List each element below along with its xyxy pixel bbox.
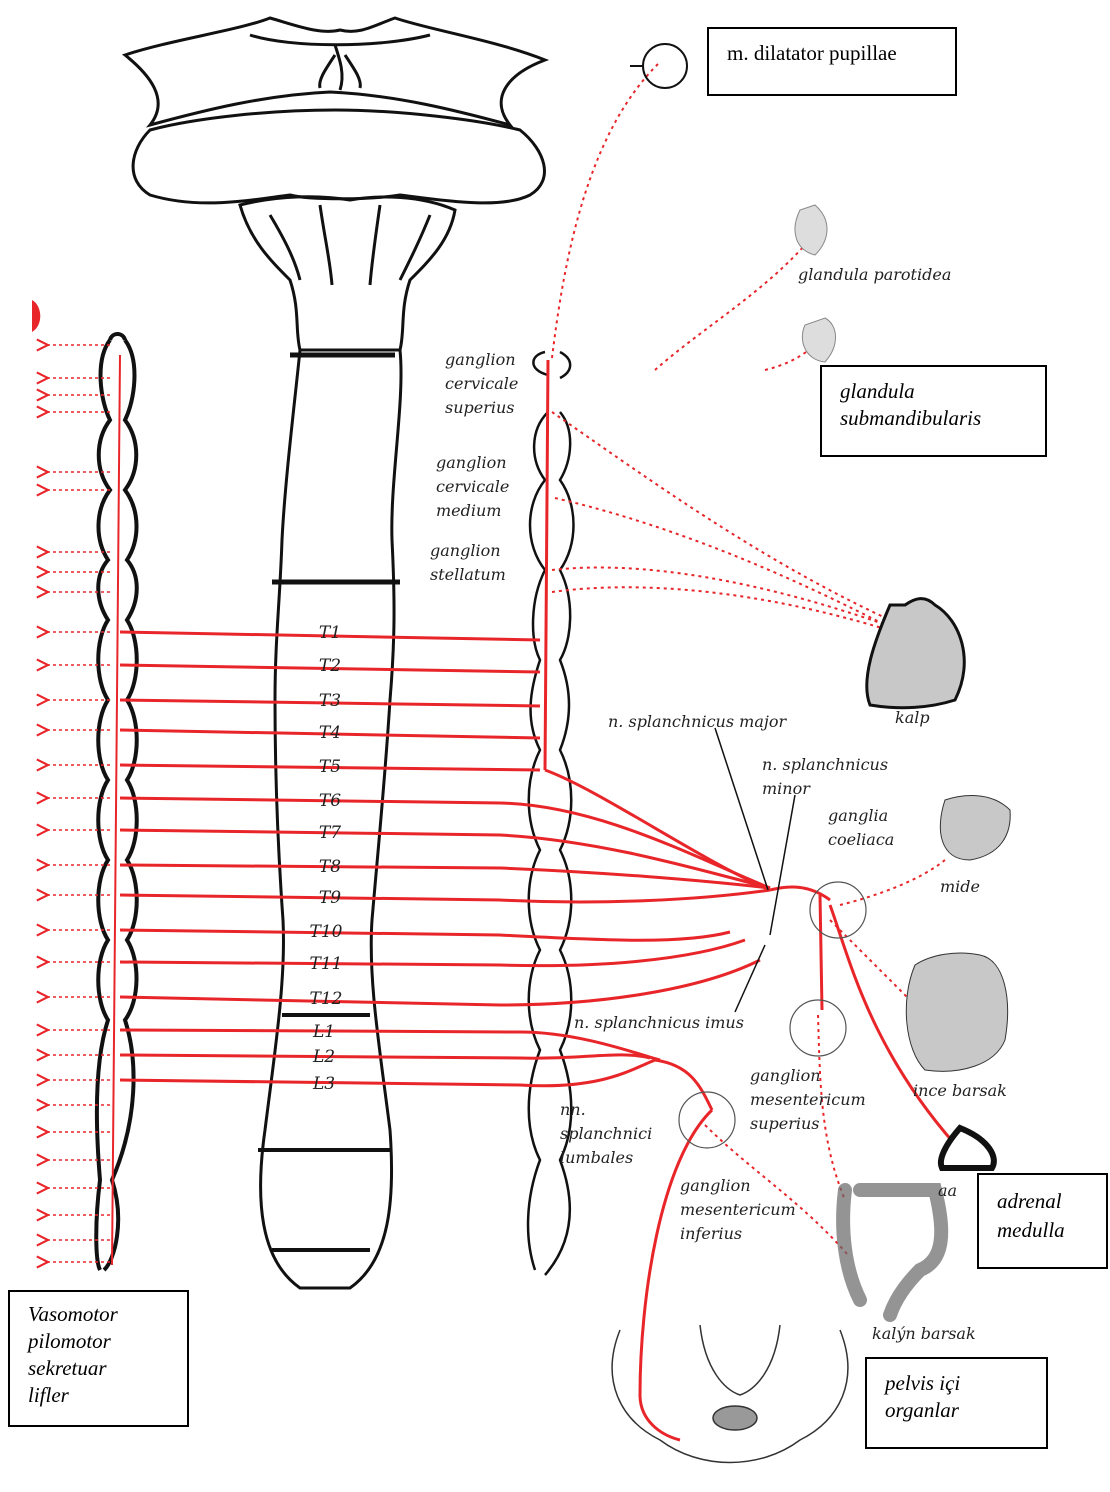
segment-label: T6 [319, 791, 341, 811]
gms-label: superius [750, 1114, 820, 1133]
left-chain-trunk [112, 355, 120, 1265]
segment-label: T11 [310, 954, 343, 974]
segment-label: T8 [319, 857, 341, 877]
submandibularis-text: submandibularis [822, 404, 1045, 431]
parotid-organ [795, 205, 827, 255]
segment-labels: T1 T2 T3 T4 T5 T6 T7 T8 T9 T10 T11 T12 L… [310, 623, 343, 1094]
gcs-label: cervicale [445, 374, 518, 393]
brainstem [125, 18, 545, 1288]
stomach-organ [940, 796, 1010, 860]
vasomotor-text: sekretuar [10, 1354, 187, 1381]
kalin-barsak-label: kalýn barsak [872, 1324, 976, 1343]
large-intestine-organ [843, 1190, 941, 1315]
gcs-label: ganglion [445, 350, 516, 369]
submandibularis-box: glandula submandibularis [820, 365, 1047, 457]
dilatator-text: m. dilatator pupillae [709, 29, 955, 66]
pelvis-organ [612, 1325, 848, 1463]
gcm-label: cervicale [436, 477, 509, 496]
coeliaca-label: ganglia [828, 806, 888, 825]
splanch-major-label: n. splanchnicus major [608, 712, 787, 731]
adrenal-text: medulla [979, 1214, 1106, 1243]
segment-label: L2 [312, 1047, 335, 1067]
dilatator-box: m. dilatator pupillae [707, 27, 957, 96]
mide-label: mide [940, 877, 980, 896]
segment-label: T12 [310, 989, 343, 1009]
lumbales-label: splanchnici [560, 1124, 652, 1143]
segment-label: T9 [319, 888, 341, 908]
splanch-imus-label: n. splanchnicus imus [574, 1013, 744, 1032]
splanch-minor-label: n. splanchnicus [762, 755, 888, 774]
adrenal-text: adrenal [979, 1175, 1106, 1214]
pelvis-box: pelvis içi organlar [865, 1357, 1048, 1449]
submandibularis-text: glandula [822, 367, 1045, 404]
adrenal-box: adrenal medulla [977, 1173, 1108, 1269]
pelvis-text: pelvis içi [867, 1359, 1046, 1396]
vasomotor-text: Vasomotor [10, 1292, 187, 1327]
gmi-label: mesentericum [680, 1200, 796, 1219]
segment-label: T1 [319, 623, 341, 643]
gcm-label: ganglion [436, 453, 507, 472]
gst-label: stellatum [430, 565, 506, 584]
small-intestine-organ [906, 953, 1007, 1071]
splanch-minor-label: minor [762, 779, 811, 798]
aa-label: aa [938, 1181, 957, 1200]
gms-label: mesentericum [750, 1090, 866, 1109]
adrenal-organ [941, 1128, 994, 1168]
segment-label: T4 [319, 723, 341, 743]
segment-label: T7 [319, 823, 341, 843]
segment-label: T2 [319, 656, 341, 676]
vasomotor-text: lifler [10, 1381, 187, 1408]
submandibular-organ [802, 318, 835, 362]
vasomotor-box: Vasomotor pilomotor sekretuar lifler [8, 1290, 189, 1427]
segment-label: T3 [319, 691, 341, 711]
pelvis-text: organlar [867, 1396, 1046, 1423]
segment-label: L3 [312, 1074, 335, 1094]
lumbales-label: nn. [560, 1100, 586, 1119]
lumbales-label: lumbales [560, 1148, 633, 1167]
red-blob [32, 300, 40, 332]
ince-barsak-label: ince barsak [913, 1081, 1007, 1100]
gcm-label: medium [436, 501, 501, 520]
gst-label: ganglion [430, 541, 501, 560]
gmi-label: inferius [680, 1224, 742, 1243]
parotidea-label: glandula parotidea [798, 265, 951, 284]
gcs-label: superius [445, 398, 515, 417]
segment-label: T5 [319, 757, 341, 777]
vasomotor-text: pilomotor [10, 1327, 187, 1354]
gmi-label: ganglion [680, 1176, 751, 1195]
gms-label: ganglion [750, 1066, 821, 1085]
coeliaca-label: coeliaca [828, 830, 894, 849]
segment-label: L1 [312, 1022, 335, 1042]
kalp-label: kalp [895, 708, 930, 727]
segment-label: T10 [310, 922, 343, 942]
